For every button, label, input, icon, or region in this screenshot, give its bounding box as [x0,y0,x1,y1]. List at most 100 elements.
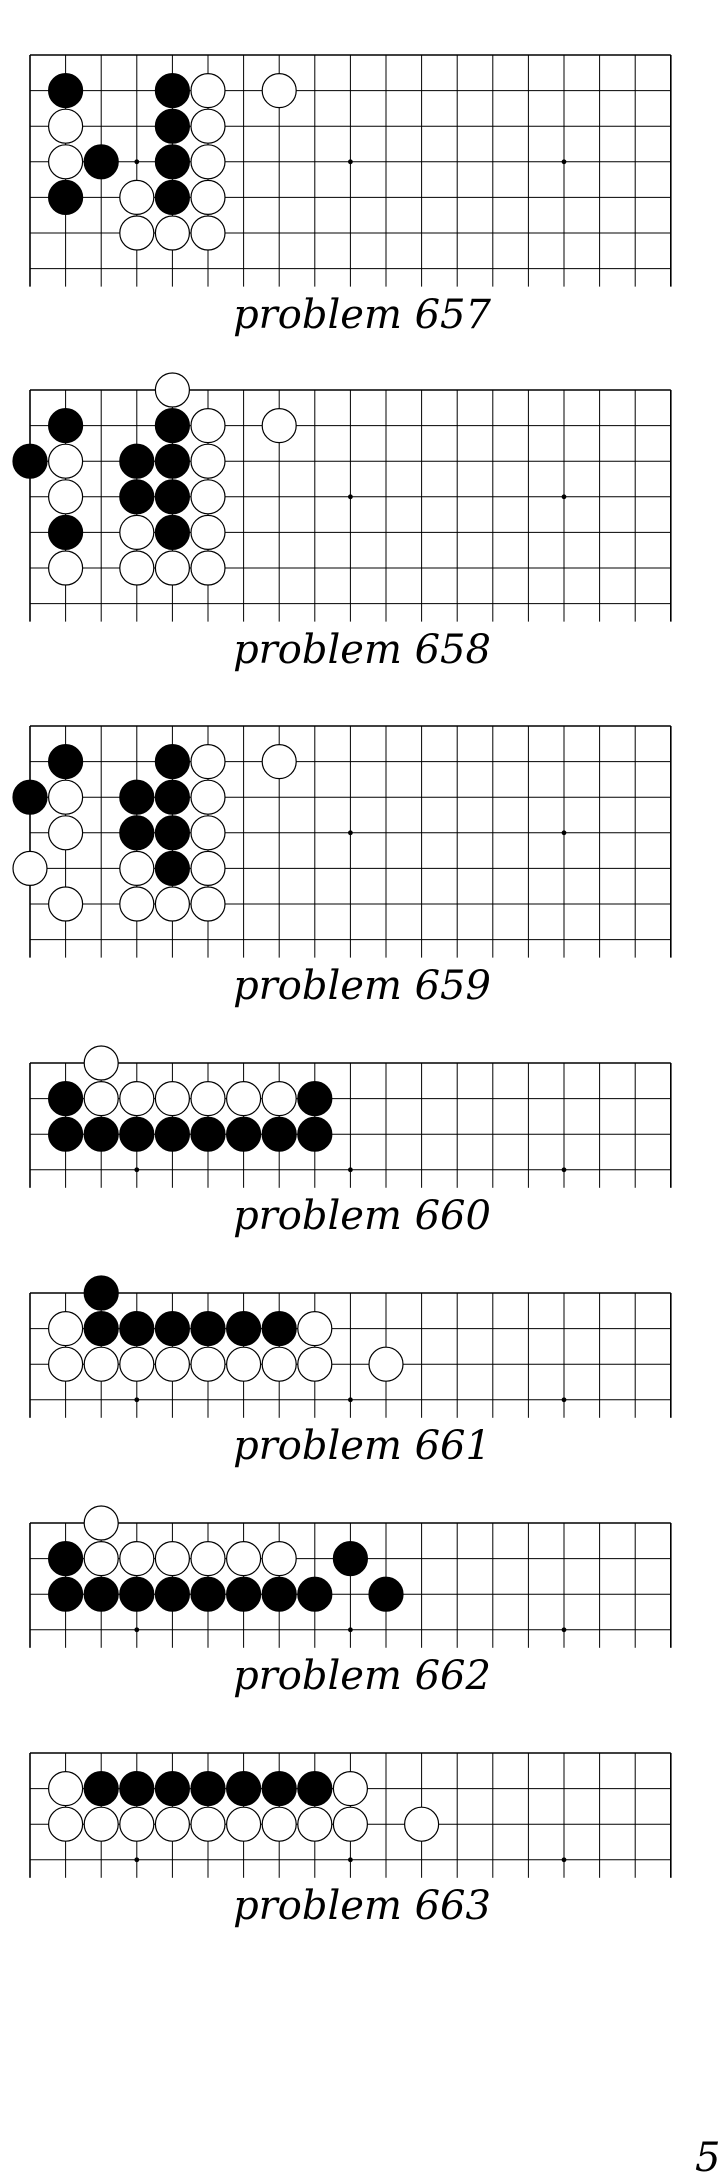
star-point [561,494,567,500]
black-stone [47,408,84,444]
black-stone [226,1770,262,1807]
star-point [561,1627,567,1633]
black-stone [154,1310,190,1347]
star-point [134,1627,140,1633]
white-stone [190,815,226,851]
white-stone [261,1806,297,1842]
white-stone [47,1310,84,1347]
star-point [348,494,353,500]
white-stone [154,1806,190,1842]
black-stone [368,1576,404,1612]
black-stone [261,1310,297,1347]
white-stone [119,215,155,251]
white-stone [47,108,84,144]
white-stone [226,1540,262,1577]
star-point [134,1397,140,1403]
black-stone [83,1116,119,1152]
go-board [12,372,672,622]
black-stone [47,1540,84,1577]
white-stone [190,443,226,479]
white-stone [119,550,155,586]
white-stone [261,408,297,444]
white-stone [190,72,226,109]
white-stone [47,1346,84,1382]
white-stone [190,779,226,815]
black-stone [119,1770,155,1807]
problem-caption: problem 661 [233,1423,491,1469]
white-stone [190,743,226,780]
page-number: 5. [695,2135,724,2181]
white-stone [190,1540,226,1577]
black-stone [154,179,190,215]
star-point [348,1397,353,1403]
black-stone [83,1770,119,1807]
black-stone [47,743,84,780]
star-point [348,1857,353,1863]
white-stone [190,215,226,251]
white-stone [83,1080,119,1117]
white-stone [190,1080,226,1117]
problem-caption: problem 658 [233,627,491,673]
white-stone [47,479,84,515]
black-stone [190,1116,226,1152]
white-stone [190,179,226,215]
go-board [12,725,672,958]
black-stone [154,408,190,444]
white-stone [83,1540,119,1577]
white-stone [332,1806,368,1842]
go-board [29,1752,672,1878]
white-stone [47,443,84,479]
black-stone [154,1116,190,1152]
star-point [348,1627,353,1633]
white-stone [297,1346,333,1382]
white-stone [261,72,297,109]
white-stone [83,1045,119,1081]
white-stone [226,1806,262,1842]
white-stone [119,886,155,922]
white-stone [83,1806,119,1842]
black-stone [83,144,119,180]
white-stone [47,1770,84,1807]
problem-caption: problem 657 [233,292,491,338]
white-stone [47,886,84,922]
white-stone [190,550,226,586]
white-stone [154,1346,190,1382]
white-stone [332,1770,368,1807]
black-stone [119,1576,155,1612]
problem-caption: problem 662 [233,1653,491,1699]
black-stone [154,108,190,144]
problem-caption: problem 663 [233,1883,491,1929]
black-stone [47,72,84,109]
black-stone [154,443,190,479]
go-board [29,1275,672,1418]
white-stone [47,815,84,851]
black-stone [226,1576,262,1612]
black-stone [119,815,155,851]
black-stone [83,1275,119,1311]
black-stone [119,1310,155,1347]
white-stone [297,1310,333,1347]
white-stone [47,550,84,586]
white-stone [154,215,190,251]
black-stone [154,1770,190,1807]
black-stone [83,1310,119,1347]
black-stone [119,779,155,815]
white-stone [47,1806,84,1842]
problem-caption: problem 660 [233,1193,491,1239]
black-stone [154,72,190,109]
white-stone [119,1806,155,1842]
white-stone [190,886,226,922]
black-stone [261,1770,297,1807]
go-board [29,1045,672,1188]
black-stone [47,179,84,215]
black-stone [297,1080,333,1117]
white-stone [226,1346,262,1382]
white-stone [154,1540,190,1577]
black-stone [154,815,190,851]
white-stone [47,144,84,180]
white-stone [261,1540,297,1577]
black-stone [12,443,48,479]
white-stone [83,1346,119,1382]
star-point [348,159,353,165]
white-stone [12,850,48,887]
